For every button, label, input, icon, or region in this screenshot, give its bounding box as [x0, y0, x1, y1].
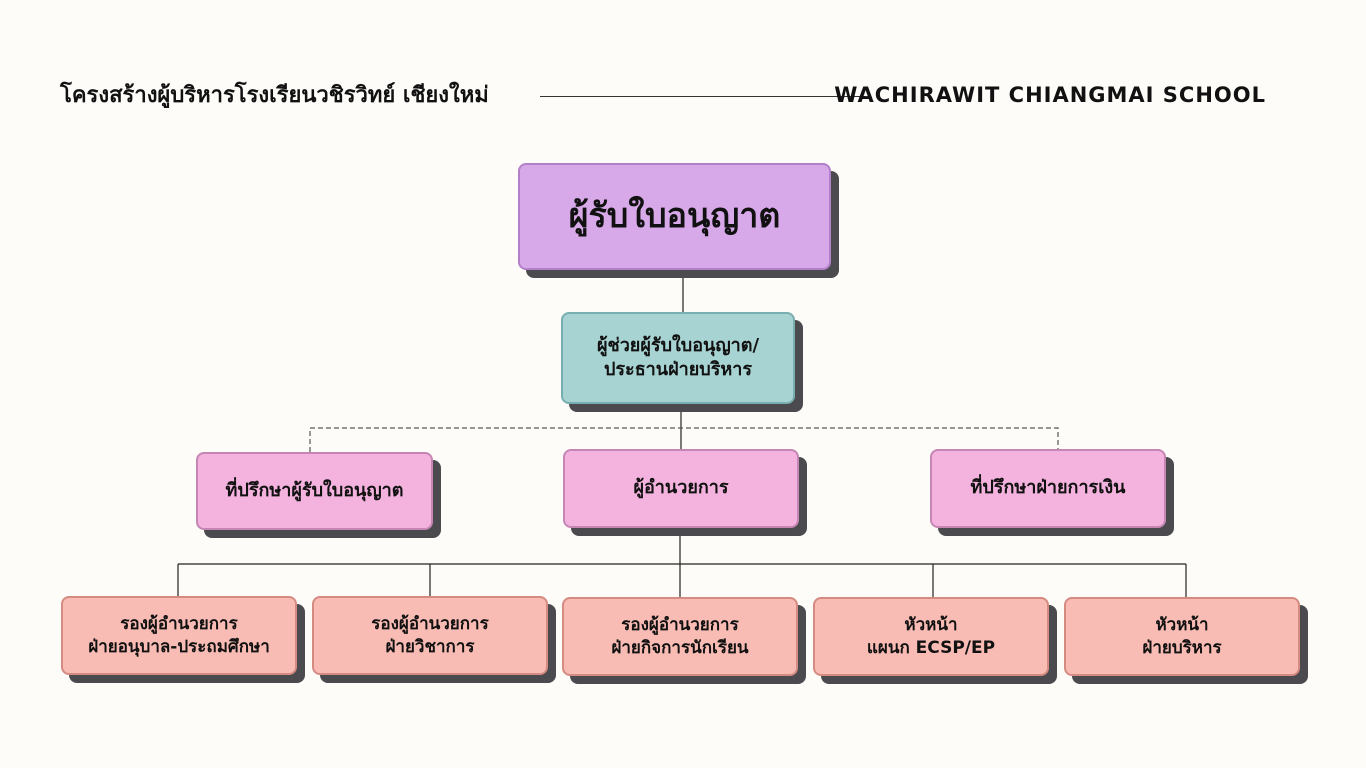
connector-advisors-dashed: [309, 427, 1059, 452]
node-advisor-finance: ที่ปรึกษาฝ่ายการเงิน: [930, 449, 1166, 528]
node-head-administration: หัวหน้า ฝ่ายบริหาร: [1064, 597, 1300, 676]
node-advisor-finance-label: ที่ปรึกษาฝ่ายการเงิน: [970, 477, 1126, 499]
node-dept-4-line-2: แผนก ECSP/EP: [866, 637, 996, 658]
node-dept-3-line-2: ฝ่ายกิจการนักเรียน: [611, 637, 749, 658]
node-dept-5-line-1: หัวหน้า: [1155, 614, 1209, 635]
node-dept-2-line-2: ฝ่ายวิชาการ: [385, 636, 475, 657]
node-dept-1-line-2: ฝ่ายอนุบาล-ประถมศึกษา: [88, 636, 270, 657]
node-dept-1-line-1: รองผู้อำนวยการ: [120, 613, 238, 634]
node-head-ecsp-ep: หัวหน้า แผนก ECSP/EP: [813, 597, 1049, 676]
node-deputy-kindergarten-primary: รองผู้อำนวยการ ฝ่ายอนุบาล-ประถมศึกษา: [61, 596, 297, 675]
node-dept-4-line-1: หัวหน้า: [904, 614, 958, 635]
node-dept-3-line-1: รองผู้อำนวยการ: [621, 614, 739, 635]
node-assistant-line-1: ผู้ช่วยผู้รับใบอนุญาต/: [596, 334, 760, 356]
node-assistant-line-2: ประธานฝ่ายบริหาร: [603, 359, 753, 380]
header-divider-line: [540, 96, 865, 97]
node-assistant-license-holder: ผู้ช่วยผู้รับใบอนุญาต/ ประธานฝ่ายบริหาร: [561, 312, 795, 404]
school-name: WACHIRAWIT CHIANGMAI SCHOOL: [834, 83, 1266, 107]
node-license-holder: ผู้รับใบอนุญาต: [518, 163, 831, 270]
node-dept-5-line-2: ฝ่ายบริหาร: [1142, 637, 1222, 658]
node-deputy-academic: รองผู้อำนวยการ ฝ่ายวิชาการ: [312, 596, 548, 675]
node-advisor-license-holder: ที่ปรึกษาผู้รับใบอนุญาต: [196, 452, 433, 530]
node-dept-2-line-1: รองผู้อำนวยการ: [371, 613, 489, 634]
node-deputy-student-affairs: รองผู้อำนวยการ ฝ่ายกิจการนักเรียน: [562, 597, 798, 676]
page-title: โครงสร้างผู้บริหารโรงเรียนวชิรวิทย์ เชีย…: [60, 83, 489, 108]
node-license-holder-label: ผู้รับใบอนุญาต: [568, 195, 781, 236]
node-director: ผู้อำนวยการ: [563, 449, 799, 528]
node-advisor-license-holder-label: ที่ปรึกษาผู้รับใบอนุญาต: [225, 479, 404, 501]
node-director-label: ผู้อำนวยการ: [633, 477, 729, 499]
